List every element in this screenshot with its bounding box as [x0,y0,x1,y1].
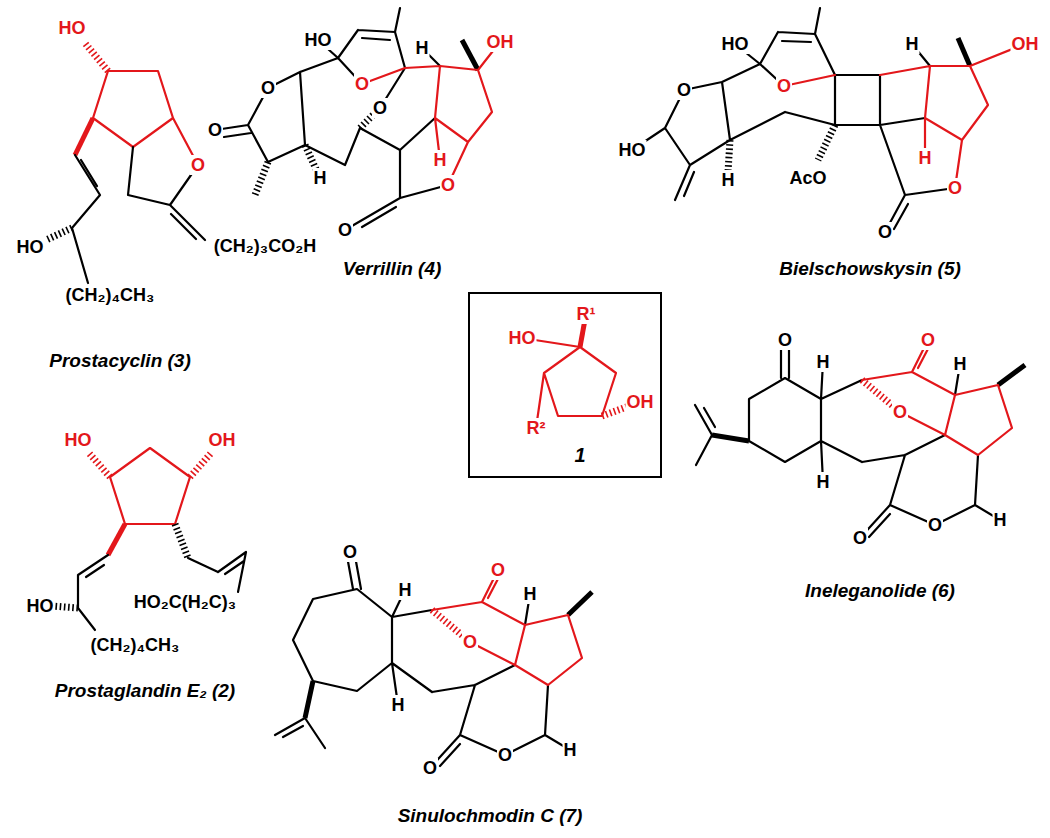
atom-label: O [920,330,936,350]
atom-label: O [260,78,276,98]
bond-lines [632,8,955,232]
ineleganolide-structure [695,340,1025,538]
atom-label: H [816,352,831,372]
bond-lines [862,340,1012,455]
atom-label: HO [721,34,750,54]
atom-label: (CH₂)₄CH₃ [90,635,181,655]
atom-label: O [852,528,868,548]
atom-label: H [433,150,448,170]
atom-label: HO [508,328,537,348]
bond-lines [110,448,190,524]
compound-name: Prostacyclin (3) [48,350,192,371]
atom-label: O [422,758,438,778]
atom-label: AcO [788,168,827,188]
atom-label: O [497,745,513,765]
atom-label: H [993,510,1008,530]
compound-name: Verrillin (4) [342,258,443,279]
motif-box: R¹ HO OH R² 1 [468,292,662,478]
bond-lines [275,556,570,768]
atom-label: HO [618,140,647,160]
wedge-bond [958,38,970,66]
atom-label: O [776,76,792,96]
atom-label: (CH₂)₄CH₃ [65,285,156,305]
bond-lines [784,44,1025,188]
atom-label: H [563,740,578,760]
atom-label: (CH₂)₃CO₂H [213,236,317,256]
bielschowskysin-structure [632,8,1025,232]
wedge-bond [305,592,592,718]
atom-label: O [877,222,893,242]
hashed-bond [88,452,212,477]
atom-label: O [490,560,506,580]
atom-label: O [337,220,353,240]
atom-label: HO₂C(H₂C)₃ [133,592,237,612]
atom-label: OH [626,392,655,412]
compound-number: 1 [573,444,586,466]
compound-name: Ineleganolide (6) [804,580,956,601]
prostacyclin-structure [46,42,205,283]
atom-label: O [342,542,358,562]
bond-lines [215,8,448,230]
atom-label: HO [304,30,333,50]
compound-name: Prostaglandin E₂ (2) [54,680,236,701]
wedge-bond [462,40,478,70]
atom-label: O [354,74,370,94]
compound-name: Sinulochmodin C (7) [397,805,584,826]
bond-lines [362,42,500,185]
wedge-bond [712,365,1025,441]
atom-label: OH [486,32,515,52]
wedge-bond [108,524,125,555]
hashed-bond [84,42,108,71]
atom-label: O [676,80,692,100]
prostaglandin-structure [52,448,246,630]
atom-label: O [777,330,793,350]
wedge-bond [75,118,93,155]
bond-lines [432,570,582,685]
bond-lines [93,71,198,165]
hashed-bond [255,112,376,195]
atom-label: H [721,170,736,190]
atom-label: O [462,632,478,652]
atom-label: O [927,515,943,535]
atom-label: O [207,120,223,140]
atom-label: OH [208,430,237,450]
atom-label: H [398,580,413,600]
atom-label: O [190,155,206,175]
atom-label: H [905,34,920,54]
verrillin-structure [215,8,500,230]
atom-label: OH [1011,34,1040,54]
atom-label: O [892,402,908,422]
atom-label: HO [58,18,87,38]
atom-label: H [816,472,831,492]
atom-label: H [523,584,538,604]
atom-label: H [415,38,430,58]
bond-lines [695,350,1000,538]
atom-label: HO [16,237,45,257]
bond-lines [78,552,246,630]
compound-name: Bielschowskysin (5) [778,258,962,279]
bond-lines [72,147,205,283]
atom-label: HO [64,430,93,450]
hashed-bond [46,228,72,240]
atom-label: O [372,98,388,118]
atom-label: H [313,168,328,188]
sinulochmodin-structure [275,556,592,768]
atom-label: H [918,148,933,168]
atom-label: O [440,175,456,195]
atom-label: H [391,695,406,715]
atom-label: O [947,178,963,198]
atom-label: R² [526,418,547,438]
atom-label: R¹ [576,304,597,324]
core-motif-structure [522,314,640,428]
hashed-bond [728,125,835,172]
atom-label: HO [26,596,55,616]
atom-label: H [953,354,968,374]
